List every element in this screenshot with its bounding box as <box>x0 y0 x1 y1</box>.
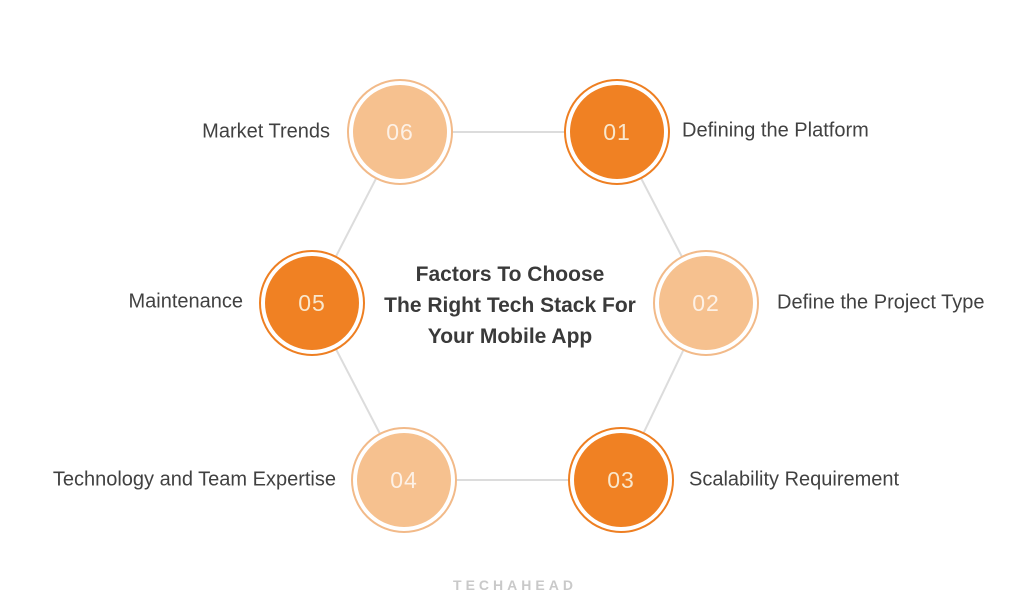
title-line-3: Your Mobile App <box>427 325 593 348</box>
node-05-label: Maintenance <box>128 290 243 313</box>
node-05-fill: 05 <box>265 256 359 350</box>
title-line-1: Factors To Choose <box>415 263 605 286</box>
node-04-number: 04 <box>390 466 418 493</box>
node-03-fill: 03 <box>574 433 668 527</box>
node-01-number: 01 <box>603 118 631 145</box>
node-05-number: 05 <box>298 289 326 316</box>
node-03-label: Scalability Requirement <box>689 468 900 491</box>
node-05-circle: 05 <box>259 250 365 356</box>
node-03-circle: 03 <box>568 427 674 533</box>
node-03-number: 03 <box>607 466 635 493</box>
node-02-number: 02 <box>692 289 720 316</box>
node-06-number: 06 <box>386 118 414 145</box>
node-06-circle: 06 <box>347 79 453 185</box>
node-02-fill: 02 <box>659 256 753 350</box>
node-01-fill: 01 <box>570 85 664 179</box>
title-line-2: The Right Tech Stack For <box>384 294 636 317</box>
node-01-circle: 01 <box>564 79 670 185</box>
node-01-label: Defining the Platform <box>682 119 869 142</box>
node-04-label: Technology and Team Expertise <box>52 468 336 491</box>
brand-logo: TECHAHEAD <box>453 577 577 593</box>
node-02-circle: 02 <box>653 250 759 356</box>
node-02-label: Define the Project Type <box>777 291 985 314</box>
node-06-label: Market Trends <box>202 120 330 143</box>
node-06-fill: 06 <box>353 85 447 179</box>
diagram-title: Factors To Choose The Right Tech Stack F… <box>330 259 690 352</box>
node-04-circle: 04 <box>351 427 457 533</box>
node-04-fill: 04 <box>357 433 451 527</box>
